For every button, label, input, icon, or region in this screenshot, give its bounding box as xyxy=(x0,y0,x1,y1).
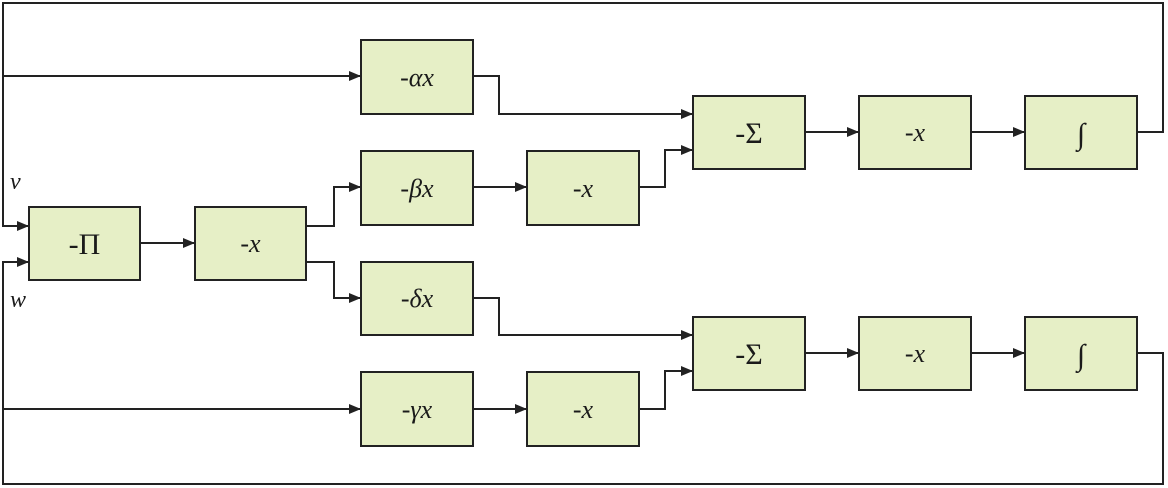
delta-label: -δx xyxy=(401,284,434,313)
sum-bottom-label: -Σ xyxy=(735,338,762,371)
input-v-label: v xyxy=(10,169,21,195)
gamma-block: -γx xyxy=(360,371,474,447)
negate-beta-label: -x xyxy=(573,174,594,203)
integral-bottom-label: ∫ xyxy=(1075,339,1087,374)
negate-first-label: -x xyxy=(240,229,261,258)
input-w-label: w xyxy=(10,287,26,313)
negate-block-first: -x xyxy=(194,206,307,281)
gamma-label: -γx xyxy=(402,395,433,424)
negate-bottom-label: -x xyxy=(905,339,926,368)
sum-block-bottom: -Σ xyxy=(692,316,806,391)
negg-to-sum-wire xyxy=(639,366,693,410)
negate-block-gamma: -x xyxy=(526,371,640,447)
beta-block: -βx xyxy=(360,150,474,226)
sum-block-top: -Σ xyxy=(692,95,806,170)
alpha-block: -αx xyxy=(360,39,474,115)
delta-block: -δx xyxy=(360,261,474,336)
negate-top-label: -x xyxy=(905,118,926,147)
integrator-block-bottom: ∫ xyxy=(1024,316,1138,391)
negate-block-top: -x xyxy=(858,95,972,170)
negate-block-beta: -x xyxy=(526,150,640,226)
neg-to-delta-wire xyxy=(306,261,361,303)
integrator-block-top: ∫ xyxy=(1024,95,1138,170)
beta-label: -βx xyxy=(400,174,434,203)
neg-to-beta-wire xyxy=(306,182,361,227)
feedback-bottom-wire xyxy=(2,257,1164,485)
integral-top-label: ∫ xyxy=(1075,118,1087,153)
alpha-to-sum-wire xyxy=(473,75,693,119)
negb-to-sum-wire xyxy=(639,145,693,188)
delta-to-sum-wire xyxy=(473,297,693,340)
negate-block-bottom: -x xyxy=(858,316,972,391)
product-block: -Π xyxy=(28,206,141,281)
negate-gamma-label: -x xyxy=(573,395,594,424)
alpha-label: -αx xyxy=(400,63,434,92)
feedback-top-wire xyxy=(2,2,1164,231)
sum-top-label: -Σ xyxy=(735,117,762,150)
product-label: -Π xyxy=(69,228,101,261)
